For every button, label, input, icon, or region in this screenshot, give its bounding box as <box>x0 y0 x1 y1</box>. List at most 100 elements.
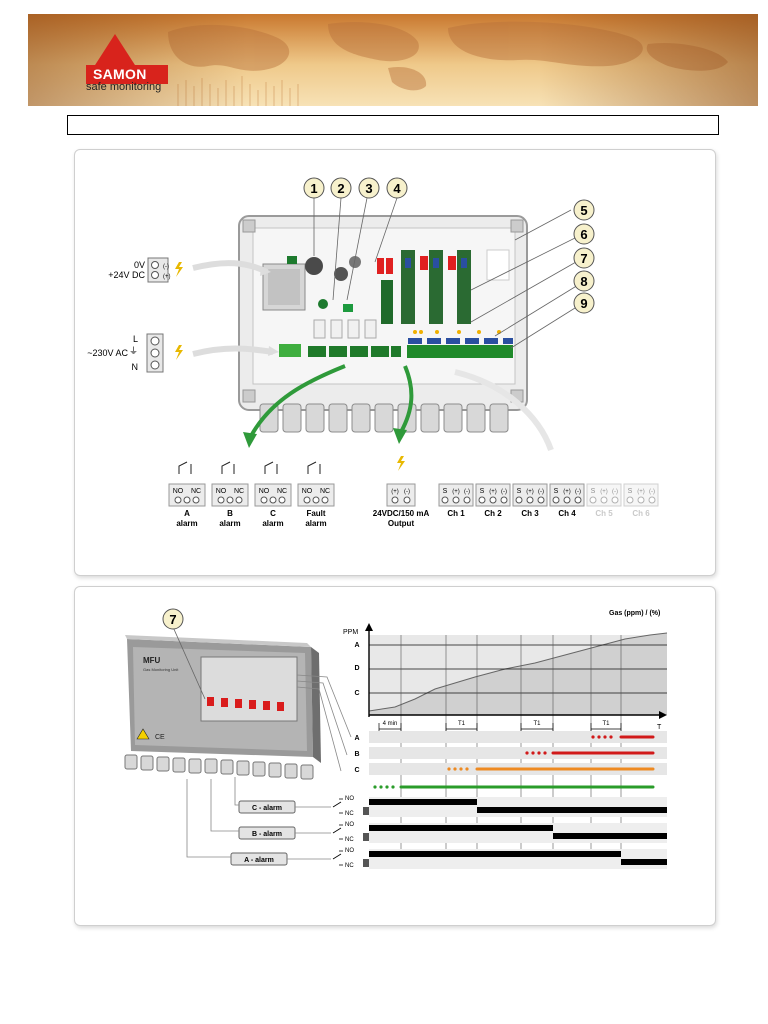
alarm-terminal-b: NO NC B alarm <box>211 461 249 528</box>
channel-terminal-3: S(+)(-)Ch 3 <box>512 483 548 518</box>
relay-no-closed <box>369 799 477 805</box>
wiring-diagram-panel: 1 2 3 4 5 6 7 8 9 0V +24V DC (-) (+) L ⏚… <box>74 149 716 576</box>
channel-term-minus: (-) <box>612 489 618 495</box>
ac-label-230v: ~230V AC <box>87 348 128 358</box>
channel-terminal-body <box>586 483 622 507</box>
terminal-screw <box>589 496 597 504</box>
callout-7-label: 7 <box>169 612 176 627</box>
channel-term-minus: (-) <box>649 489 655 495</box>
alarm-b-nc: NC <box>234 488 244 495</box>
brand-name: SAMON <box>93 66 147 82</box>
lane-label: B <box>354 751 359 758</box>
channel-term-plus: (+) <box>563 489 571 495</box>
relay-nc-closed <box>553 833 667 839</box>
channel-label: Ch 3 <box>521 509 539 518</box>
alarm-pending-dot <box>531 751 535 755</box>
lane-label: C <box>354 767 359 774</box>
curve-label: Gas (ppm) / (%) <box>609 610 660 617</box>
alarm-pending-dot <box>459 767 463 771</box>
y-level-a: A <box>354 642 359 649</box>
callout-3-label: 3 <box>365 181 372 196</box>
alarm-a-label: A <box>184 509 190 518</box>
alarm-b-label: B <box>227 509 233 518</box>
terminal-screw <box>500 496 508 504</box>
sensor-module <box>401 250 415 324</box>
alarm-b-no: NO <box>216 488 227 495</box>
channel-term-s: S <box>554 488 559 495</box>
interval-label: T1 <box>458 721 466 727</box>
alarm-pending-dot <box>453 767 457 771</box>
capacitor <box>305 257 323 275</box>
relay-no-label: NO <box>345 848 354 854</box>
power-terminal-block <box>279 344 301 357</box>
alarm-fault-label-2: alarm <box>305 519 326 528</box>
channel-label: Ch 4 <box>558 509 576 518</box>
dc-label-0v: 0V <box>134 260 145 270</box>
terminal-screw <box>537 496 545 504</box>
output-label-2: Output <box>388 519 415 528</box>
callout-5: 5 <box>573 199 595 221</box>
callout-2-label: 2 <box>337 181 344 196</box>
voltage-icon <box>397 456 405 471</box>
terminal-screw <box>600 496 608 504</box>
device-subtitle: Gas Monitoring Unit <box>143 667 179 672</box>
channel-terminal-6: S(+)(-)Ch 6 <box>623 483 659 518</box>
callout-4-label: 4 <box>393 181 401 196</box>
lane-band <box>369 747 667 759</box>
terminal-screw <box>626 496 634 504</box>
callout-1-label: 1 <box>310 181 317 196</box>
channel-term-plus: (+) <box>600 489 608 495</box>
channel-term-plus: (+) <box>637 489 645 495</box>
callout-6: 6 <box>573 223 595 245</box>
callout-3: 3 <box>358 177 380 199</box>
alarm-c-no: NO <box>259 488 270 495</box>
channel-terminal-4: S(+)(-)Ch 4 <box>549 483 585 518</box>
channel-term-s: S <box>443 488 448 495</box>
dc-term-plus: (+) <box>163 274 171 280</box>
terminal-screw <box>478 496 486 504</box>
relay-marker <box>363 807 369 815</box>
alarm-timing-diagram: MFU Gas Monitoring Unit CE 7 <box>124 608 668 869</box>
device-name: MFU <box>143 656 161 665</box>
startup-dot <box>391 785 395 789</box>
relay-leader <box>210 779 239 832</box>
channel-terminal-2: S(+)(-)Ch 2 <box>475 483 511 518</box>
callout-2: 2 <box>330 177 352 199</box>
channel-term-plus: (+) <box>526 489 534 495</box>
alarm-pending-dot <box>597 735 601 739</box>
header-banner <box>28 14 758 106</box>
alarm-pending-dot <box>447 767 451 771</box>
channel-terminal-block <box>407 345 513 358</box>
lane-label: A <box>354 735 359 742</box>
channel-term-s: S <box>591 488 596 495</box>
relay-no-closed <box>369 851 621 857</box>
alarm-led <box>207 697 214 706</box>
callout-9: 9 <box>573 292 595 314</box>
relay-label: A - alarm <box>244 857 274 864</box>
interval-label: T1 <box>533 721 541 727</box>
alarm-pending-dot <box>603 735 607 739</box>
callout-7: 7 <box>162 608 184 630</box>
terminal-screw <box>611 496 619 504</box>
terminal-screw <box>526 496 534 504</box>
dc-term-minus: (-) <box>163 264 169 270</box>
startup-dot <box>379 785 383 789</box>
relay-no-label: NO <box>345 796 354 802</box>
output-minus: (-) <box>404 489 410 495</box>
lane-band <box>369 731 667 743</box>
ac-label-n: N <box>132 362 139 372</box>
brand-tagline: safe monitoring <box>86 81 162 93</box>
dc-output-terminal: (+) (-) 24VDC/150 mA Output <box>373 483 429 528</box>
channel-label: Ch 2 <box>484 509 502 518</box>
y-axis-label: PPM <box>343 629 358 636</box>
callout-1: 1 <box>303 177 325 199</box>
dc-label-24v: +24V DC <box>108 270 145 280</box>
terminal-screw <box>489 496 497 504</box>
alarm-fault-nc: NC <box>320 488 330 495</box>
relay-switch-icon <box>332 850 343 866</box>
alarm-fault-no: NO <box>302 488 313 495</box>
alarm-pending-dot <box>525 751 529 755</box>
